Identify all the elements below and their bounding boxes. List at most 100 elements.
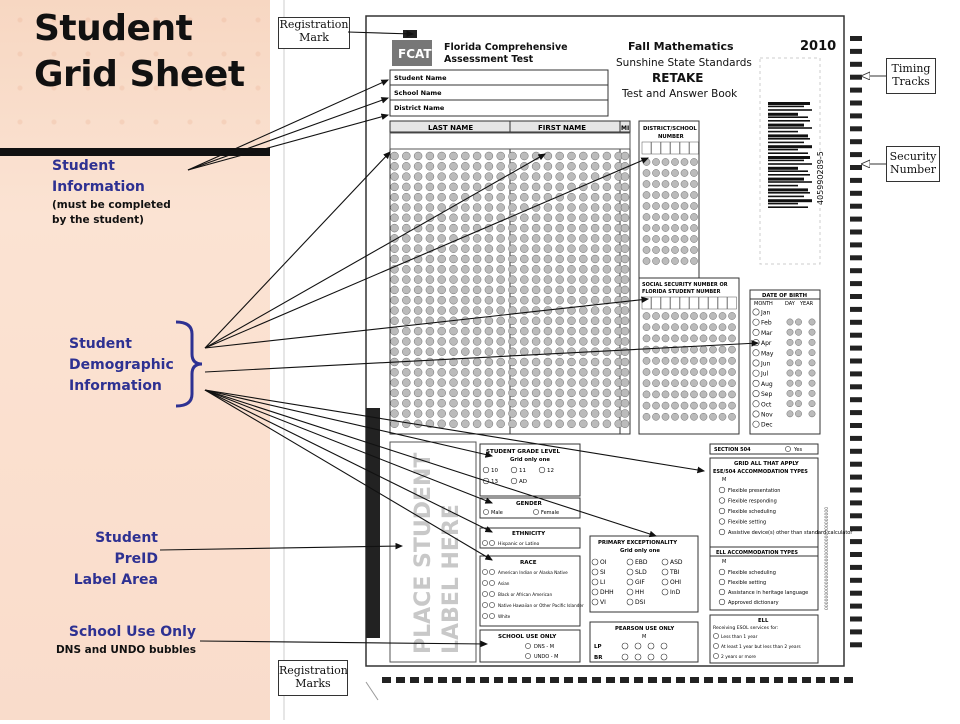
- gender-option: Female: [541, 510, 559, 516]
- primary-exc-option: LI: [600, 579, 605, 586]
- dob-month-option: Jun: [760, 361, 771, 368]
- ese-option: Flexible setting: [728, 520, 766, 526]
- pearson-br: BR: [594, 655, 603, 661]
- ell-option: Less than 1 year: [721, 634, 758, 640]
- pearson-title: PEARSON USE ONLY: [615, 626, 674, 632]
- ethnicity-title: ETHNICITY: [512, 531, 546, 537]
- dob-title: DATE OF BIRTH: [762, 293, 807, 299]
- dob-month-option: Dec: [761, 422, 773, 429]
- label-line: Information: [52, 179, 145, 195]
- callout-line: Registration: [279, 664, 348, 677]
- ell-sub: Receiving ESOL services for:: [713, 625, 779, 631]
- school-use-title: SCHOOL USE ONLY: [498, 634, 557, 640]
- timing-tracks: [850, 36, 862, 648]
- bottom-registration-marks: [382, 677, 853, 683]
- primary-exc-option: SI: [600, 569, 606, 576]
- primary-exc-option: ASD: [670, 559, 683, 566]
- first-name-header: FIRST NAME: [538, 124, 586, 132]
- label-subline: (must be completed: [52, 199, 171, 211]
- label-line: Student: [95, 530, 158, 546]
- race-option: Black or African American: [498, 592, 552, 597]
- dob-month-option: Aug: [761, 381, 773, 388]
- page-title: Student Grid Sheet: [34, 6, 245, 98]
- info-field-student-name: Student Name: [394, 74, 447, 82]
- book-text: Test and Answer Book: [621, 88, 738, 100]
- primary-exc-option: OHI: [670, 579, 681, 586]
- grade-sub: Grid only one: [510, 457, 550, 463]
- ell-type-option: Assistance in heritage language: [728, 590, 808, 596]
- ese-option: Assistive device(s) other than standard …: [728, 530, 853, 536]
- dob-month-option: Jul: [760, 371, 769, 378]
- ese-m: M: [722, 477, 726, 483]
- ell-types-title: ELL ACCOMMODATION TYPES: [716, 550, 798, 556]
- dob-month-option: Mar: [761, 330, 773, 337]
- ell-option: 2 years or more: [721, 654, 756, 660]
- primary-exc-sub: Grid only one: [620, 548, 660, 554]
- race-option: Native Hawaiian or Other Pacific Islande…: [498, 603, 584, 608]
- callout-line: Tracks: [892, 75, 930, 88]
- section504-yes: Yes: [793, 447, 802, 453]
- pearson-lp: LP: [594, 644, 602, 650]
- label-subline: by the student): [52, 214, 144, 226]
- answer-sheet: FCAT Florida Comprehensive Assessment Te…: [270, 0, 960, 720]
- dob-month-option: Oct: [761, 401, 772, 408]
- callout-line: Number: [890, 163, 936, 176]
- ell-type-option: Approved dictionary: [728, 600, 779, 606]
- ssn-title: SOCIAL SECURITY NUMBER OR: [642, 282, 728, 288]
- label-school-use-only: School Use Only DNS and UNDO bubbles: [30, 622, 196, 658]
- label-student-information: Student Information (must be completed b…: [52, 156, 171, 228]
- dob-day: DAY: [785, 301, 796, 307]
- race-option: American Indian or Alaska Native: [498, 570, 568, 575]
- grade-option: 11: [519, 468, 526, 474]
- title-line-1: Student: [34, 8, 193, 49]
- dob-year: YEAR: [799, 301, 814, 307]
- school-use-dns: DNS - M: [534, 644, 554, 650]
- primary-exc-option: OI: [600, 559, 607, 566]
- race-option: White: [498, 614, 511, 619]
- callout-security-number: Security Number: [886, 146, 940, 182]
- preid-bar: [366, 408, 380, 638]
- dob-month-option: May: [761, 350, 774, 357]
- callout-line: Mark: [299, 31, 329, 44]
- grade-option: 12: [547, 468, 554, 474]
- label-line: Demographic: [69, 357, 174, 373]
- label-demographic-information: Student Demographic Information: [69, 334, 174, 397]
- label-here-line-1: PLACE STUDENT: [411, 453, 436, 654]
- district-school-title-2: NUMBER: [658, 134, 684, 140]
- demographic-bracket: [175, 320, 203, 408]
- title-divider: [0, 148, 270, 156]
- dob-month-option: Jan: [760, 310, 770, 317]
- form-header-line2: Assessment Test: [444, 54, 534, 65]
- dob-month-option: Feb: [761, 320, 772, 327]
- label-line: Student: [69, 336, 132, 352]
- pearson-m: M: [642, 634, 646, 640]
- label-line: Label Area: [73, 572, 158, 588]
- mi-header: MI: [621, 125, 629, 132]
- ese-option: Flexible scheduling: [728, 509, 776, 515]
- primary-exc-option: HH: [635, 589, 644, 596]
- callout-registration-marks: Registration Marks: [278, 660, 348, 696]
- primary-exc-option: TBI: [669, 569, 680, 576]
- race-options: American Indian or Alaska NativeAsianBla…: [482, 569, 584, 619]
- label-here-line-2: LABEL HERE: [439, 504, 464, 654]
- race-title: RACE: [520, 560, 537, 566]
- info-field-district-name: District Name: [394, 104, 445, 112]
- gender-option: Male: [491, 510, 503, 516]
- student-info-fields: Student Name School Name District Name: [389, 69, 609, 117]
- primary-exc-option: GIF: [635, 579, 645, 586]
- primary-exc-option: SLD: [635, 569, 647, 576]
- gender-title: GENDER: [516, 501, 543, 507]
- primary-exc-title: PRIMARY EXCEPTIONALITY: [598, 540, 677, 546]
- title-line-2: Grid Sheet: [34, 54, 245, 95]
- grade-option: AD: [519, 479, 527, 485]
- race-option: Asian: [498, 581, 510, 586]
- pearson-bubbles: [621, 642, 668, 661]
- dob-month-option: Nov: [761, 412, 773, 419]
- grade-title: STUDENT GRADE LEVEL: [486, 449, 560, 455]
- primary-exc-option: VI: [600, 599, 606, 606]
- answer-sheet-drawing: FCAT Florida Comprehensive Assessment Te…: [283, 0, 862, 720]
